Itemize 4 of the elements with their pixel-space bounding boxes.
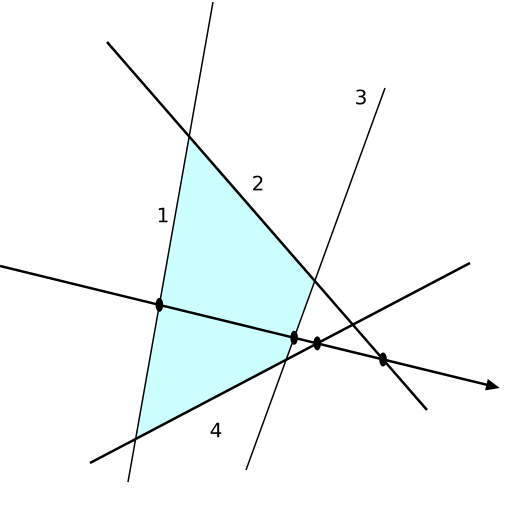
line-label: 4 xyxy=(210,422,222,438)
line-label: 3 xyxy=(356,89,366,105)
line-label: 2 xyxy=(253,176,262,190)
line-label: 1 xyxy=(158,208,168,222)
